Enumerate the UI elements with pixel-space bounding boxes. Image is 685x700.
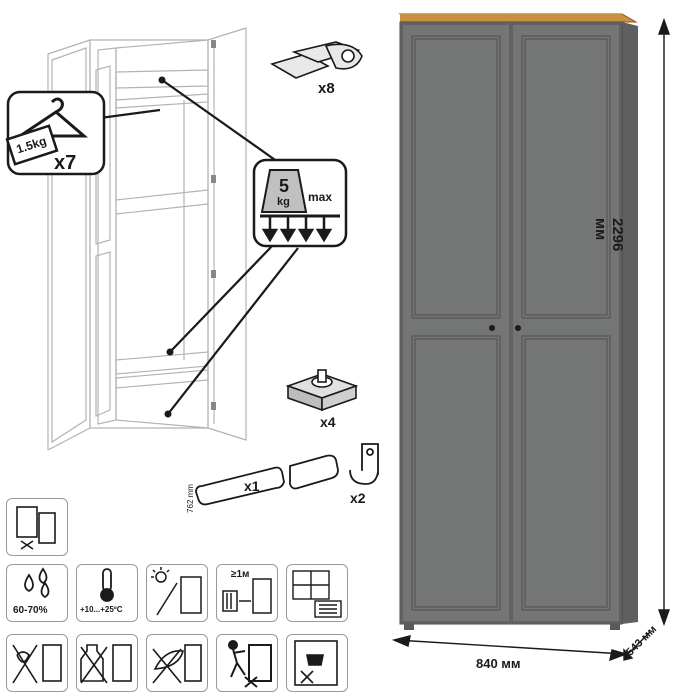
down-arrows-icon	[261, 216, 333, 243]
shelf-load-badge	[252, 158, 348, 248]
leveling-foot-icon	[285, 369, 359, 412]
temperature-icon	[100, 568, 114, 602]
door-knob	[515, 325, 521, 331]
hinge-icon	[269, 41, 363, 79]
no-pushing-icon	[228, 640, 272, 688]
open-wardrobe-diagram	[47, 27, 299, 450]
distance-label: ≥1м	[231, 569, 250, 580]
rail-support-count: x2	[350, 490, 366, 506]
humidity-tile: 60-70%	[6, 564, 68, 622]
shelf-load-max: max	[308, 190, 333, 204]
hinge-count: x8	[318, 80, 335, 97]
no-heavy-load-icon	[294, 640, 338, 686]
shelf-load-unit: kg	[277, 196, 290, 208]
clothes-rail-icon	[195, 454, 339, 506]
no-pushing-tile	[216, 634, 278, 692]
no-direct-sunlight-tile	[146, 564, 208, 622]
no-heavy-load-tile	[286, 634, 348, 692]
no-abrasive-icon	[152, 644, 202, 684]
no-wet-cleaning-tile	[6, 498, 68, 556]
no-direct-sunlight-icon	[151, 567, 202, 616]
no-water-spray-icon	[12, 644, 62, 684]
hanger-count-label: x7	[54, 152, 77, 174]
no-chemicals-icon	[80, 644, 132, 684]
window-room-icon	[292, 570, 342, 618]
no-chemicals-tile	[76, 634, 138, 692]
foot-count: x4	[320, 414, 336, 430]
hanger-capacity-badge	[5, 90, 106, 176]
shelf-load-weight: 5	[279, 176, 290, 196]
rail-count: x1	[244, 478, 260, 494]
wardrobe-front-view	[391, 13, 670, 662]
heater-distance-icon	[222, 578, 272, 614]
rail-length: 762 mm	[185, 484, 195, 513]
height-dimension: 2296 мм	[592, 218, 626, 252]
heater-distance-tile: ≥1м	[216, 564, 278, 622]
width-dimension: 840 мм	[476, 656, 521, 671]
humidity-icon	[24, 567, 50, 599]
humidity-label: 60-70%	[13, 605, 48, 616]
temperature-tile: +10...+25ºC	[76, 564, 138, 622]
window-room-tile	[286, 564, 348, 622]
no-water-spray-tile	[6, 634, 68, 692]
door-knob	[489, 325, 495, 331]
temperature-label: +10...+25ºC	[80, 605, 123, 614]
no-wet-cleaning-icon	[16, 506, 56, 550]
no-abrasive-tile	[146, 634, 208, 692]
rail-support-icon	[349, 443, 379, 485]
weight-icon	[260, 169, 308, 213]
